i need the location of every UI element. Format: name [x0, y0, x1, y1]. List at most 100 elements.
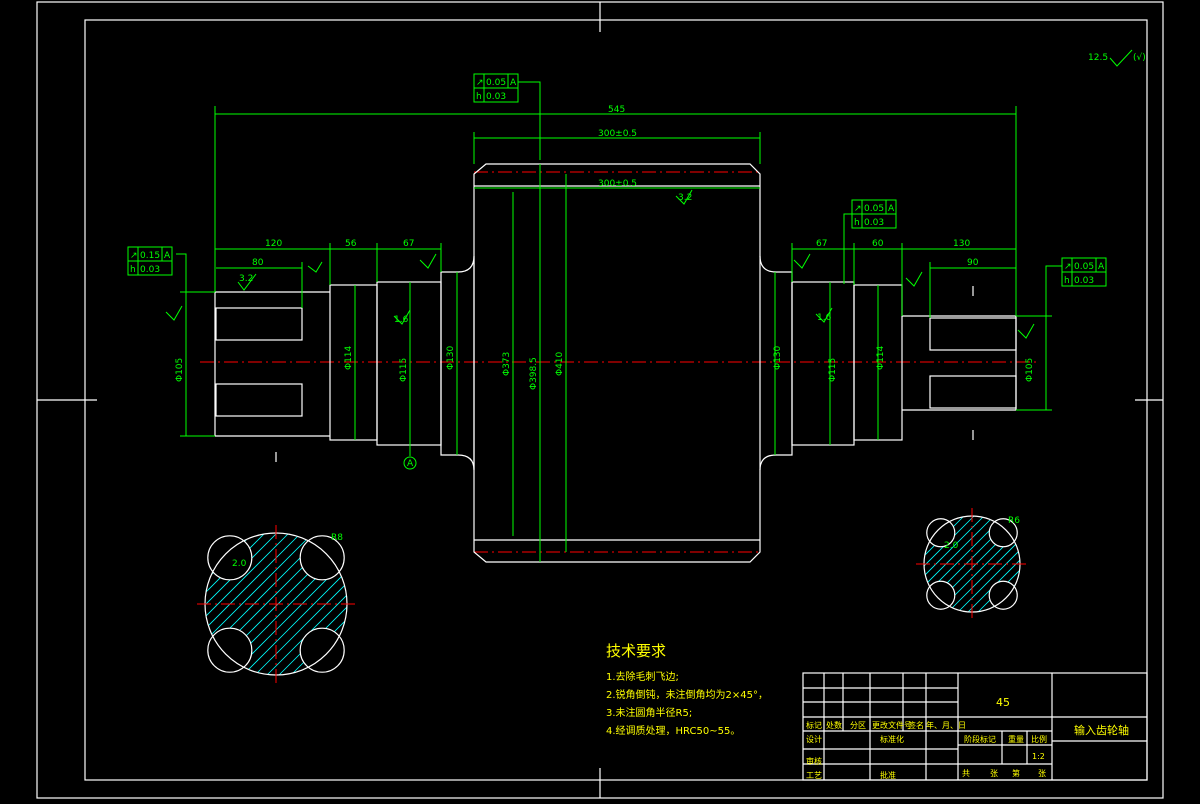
key-slot [988, 580, 1018, 610]
roughness-symbols: 3.2 1.6 3.2 1.6 [165, 189, 1035, 339]
dim-d-right-step: Φ114 [876, 345, 886, 370]
dim-d-right-bearing: Φ115 [828, 358, 838, 382]
dim-gear-width-top: 300±0.5 [598, 129, 637, 139]
dim-right-step2: 60 [872, 239, 884, 249]
key-slot [926, 518, 956, 548]
datum-label: A [407, 459, 414, 469]
note-item-4: 4.经调质处理，HRC50~55。 [606, 726, 741, 737]
standardize-label: 标准化 [880, 735, 904, 744]
notes-title: 技术要求 [606, 642, 667, 660]
section-right-radius: R6 [1008, 516, 1020, 526]
dim-d-left-shoulder: Φ130 [446, 345, 456, 370]
tolerance-text: ↗ [854, 204, 862, 214]
dim-d-right-shoulder: Φ130 [773, 345, 783, 370]
dim-right-step1: 67 [816, 239, 827, 249]
tolerance-frame: ↗0.05 Ah 0.03 [473, 73, 519, 103]
sheet-no-label: 第 [1012, 769, 1020, 778]
right-keyway-top [929, 317, 1017, 351]
tolerance-text: 0.03 [1074, 276, 1094, 286]
key-slot [207, 535, 253, 581]
dim-d-gear-pitch: Φ398.5 [529, 357, 539, 390]
left-keyway-bottom [215, 383, 303, 417]
rev-col-mark: 标记 [806, 721, 822, 730]
tolerance-text: h [476, 92, 482, 102]
section-view-right [916, 508, 1028, 620]
roughness-label: 1.6 [394, 315, 409, 325]
dim-left-key-len: 80 [252, 258, 264, 268]
dim-left-step1: 56 [345, 239, 357, 249]
tolerance-text: A [888, 204, 895, 214]
dim-d-left-step: Φ114 [344, 345, 354, 370]
rev-col-count: 处数 [826, 721, 842, 730]
tolerance-text: h [854, 218, 860, 228]
centering-marks [37, 2, 1163, 798]
dim-d-gear-tip: Φ410 [555, 351, 565, 376]
sheet-unit-label: 张 [1038, 769, 1046, 778]
sheets-total-label: 共 [962, 769, 970, 778]
dim-overall: 545 [608, 105, 625, 115]
review-label: 审核 [806, 757, 822, 766]
tolerance-leaders [176, 81, 1062, 316]
approve-label: 批准 [880, 771, 896, 780]
tolerance-text: 0.05 [864, 204, 884, 214]
gear-body [473, 163, 761, 563]
dim-left-shaft-len: 120 [265, 239, 282, 249]
key-slot [988, 518, 1018, 548]
outer-border [36, 1, 1164, 799]
tolerance-text: ↗ [130, 251, 138, 261]
note-item-2: 2.锐角倒钝，未注倒角均为2×45°， [606, 690, 769, 701]
process-label: 工艺 [806, 771, 822, 780]
tolerance-text: A [510, 78, 517, 88]
right-keyway-bottom [929, 375, 1017, 409]
key-slot [299, 535, 345, 581]
weight-label: 重量 [1008, 735, 1024, 744]
scale-label: 比例 [1031, 735, 1047, 744]
tolerance-text: A [1098, 262, 1105, 272]
material-label: 45 [996, 696, 1010, 709]
key-slot [926, 580, 956, 610]
title-block-grid [802, 672, 1148, 781]
rev-col-sign: 签名 [908, 721, 924, 730]
roughness-corner-label: 12.5 [1088, 53, 1108, 63]
stage-mark-label: 阶段标记 [964, 735, 996, 744]
dim-d-left-shaft: Φ105 [175, 358, 185, 382]
note-item-1: 1.去除毛刺飞边; [606, 672, 679, 683]
tolerance-text: 0.03 [486, 92, 506, 102]
rev-col-zone: 分区 [850, 721, 866, 730]
dim-right-shaft-len: 130 [953, 239, 970, 249]
key-slot [299, 627, 345, 673]
section-left-radius: R8 [331, 533, 343, 543]
dim-right-key-len: 90 [967, 258, 979, 268]
dim-d-left-bearing: Φ115 [399, 358, 409, 382]
tolerance-text: 0.03 [864, 218, 884, 228]
rev-col-date: 年、月、日 [926, 721, 966, 730]
note-item-3: 3.未注圆角半径R5; [606, 708, 693, 719]
dim-d-right-shaft: Φ105 [1025, 358, 1035, 382]
horizontal-dimension-labels: 545 300±0.5 300±0.5 120 56 67 80 67 60 1… [252, 105, 979, 268]
tolerance-text: 0.05 [1074, 262, 1094, 272]
design-label: 设计 [806, 735, 822, 744]
tolerance-text: h [1064, 276, 1070, 286]
tolerance-text: 0.05 [486, 78, 506, 88]
datum-a: A [403, 445, 417, 470]
vertical-dimensions [180, 164, 1052, 562]
technical-requirements: 技术要求 1.去除毛刺飞边; 2.锐角倒钝，未注倒角均为2×45°， 3.未注圆… [606, 640, 768, 741]
dim-d-gear-root: Φ373 [502, 352, 512, 376]
svg-text:(√): (√) [1133, 52, 1146, 63]
tolerance-text: A [164, 251, 171, 261]
section-view-left [197, 525, 355, 683]
roughness-label: 1.6 [817, 313, 832, 323]
roughness-corner-symbol: 12.5 (√) [1088, 49, 1146, 67]
left-keyway-top [215, 307, 303, 341]
sheets-unit-label: 张 [990, 769, 998, 778]
tolerance-text: ↗ [1064, 262, 1072, 272]
rev-col-doc: 更改文件号 [872, 721, 912, 730]
tolerance-text: ↗ [476, 78, 484, 88]
roughness-label: 3.2 [239, 274, 253, 284]
section-left-width: 2.0 [232, 559, 247, 569]
section-right-width: 2.0 [944, 541, 959, 551]
